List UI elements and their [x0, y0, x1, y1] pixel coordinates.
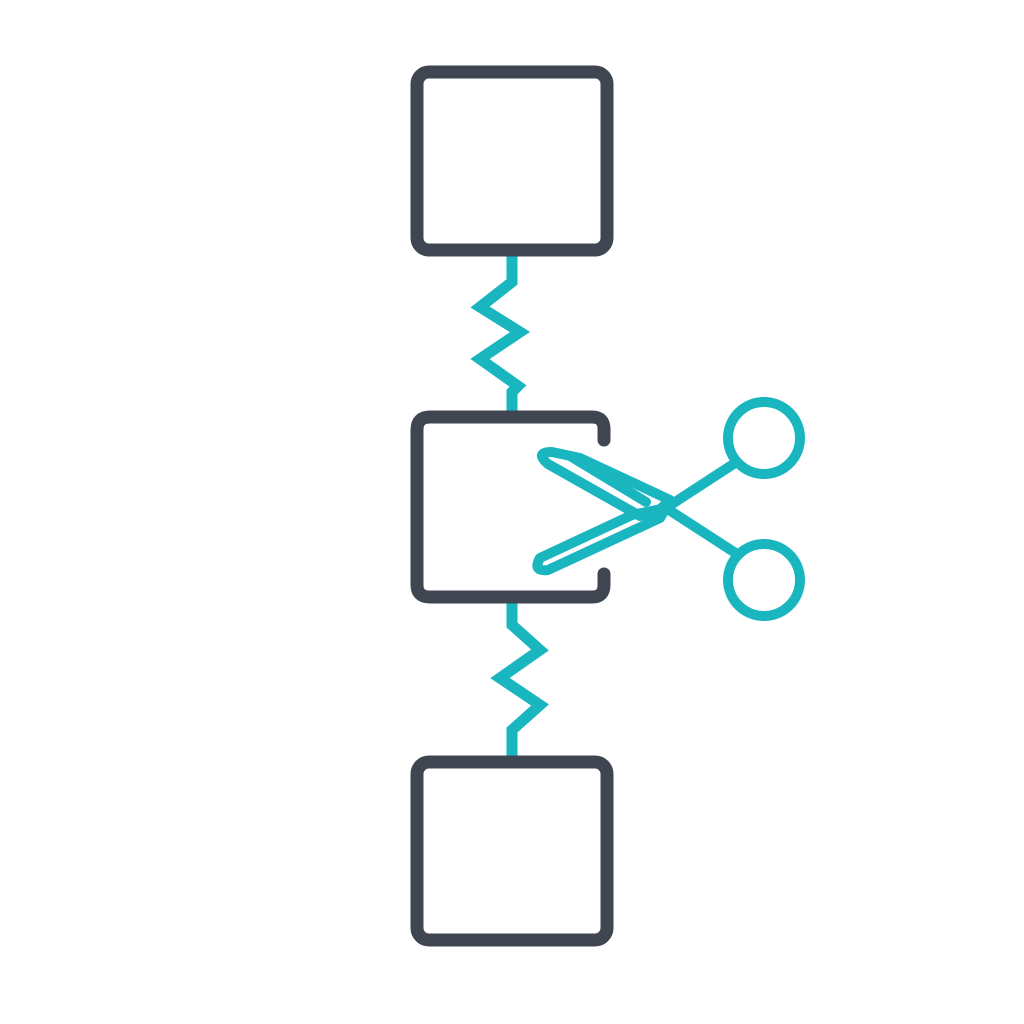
scissors-lower-arm: [661, 503, 742, 559]
scissors-lower-ring: [723, 539, 805, 621]
scissors-lower-blade: [537, 447, 675, 521]
scissors-upper-arm: [661, 458, 740, 513]
scissors-blade-edge: [565, 451, 651, 507]
scissors-upper-ring: [723, 397, 805, 479]
top-node-box: [410, 65, 614, 257]
bottom-node-box: [410, 755, 614, 947]
top-spring-connector: [470, 254, 531, 414]
scissors-upper-blade: [532, 503, 671, 576]
bottom-spring-connector: [490, 598, 549, 760]
scissors-icon: [532, 397, 805, 621]
middle-node-box: [410, 410, 611, 604]
